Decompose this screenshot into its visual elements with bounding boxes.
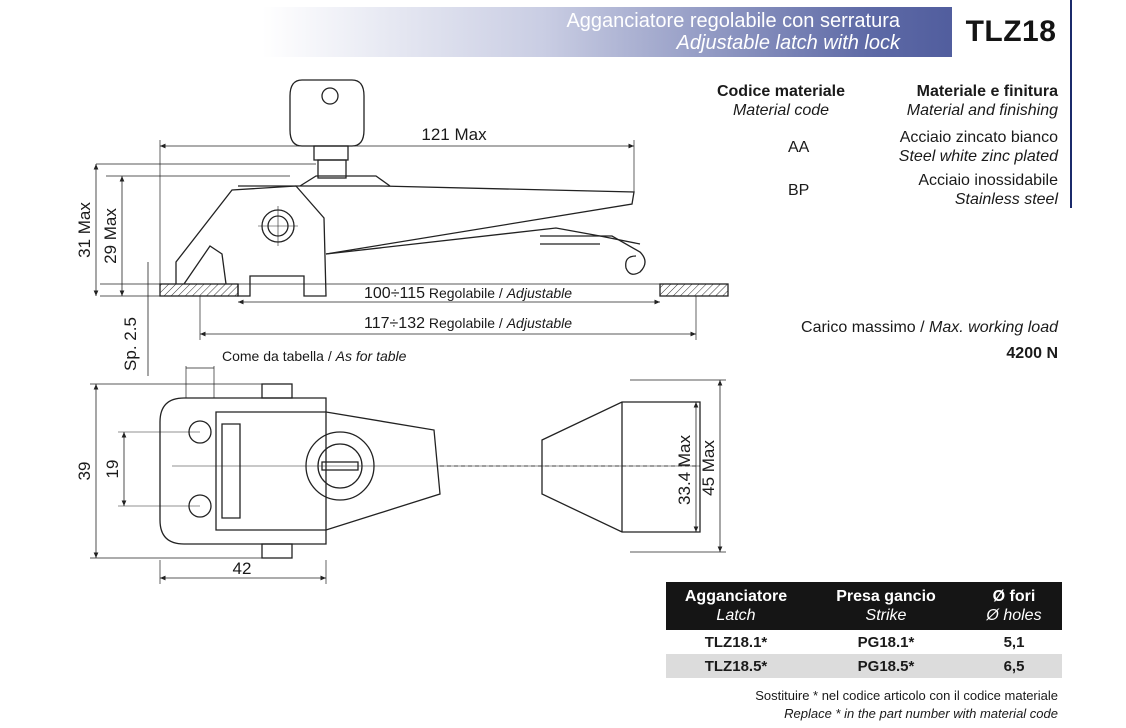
dim-33-4-max: 33.4 Max bbox=[675, 435, 694, 505]
side-view bbox=[93, 79, 729, 376]
dim-table-note: Come da tabella / As for table bbox=[222, 348, 407, 364]
dim-39: 39 bbox=[75, 462, 94, 481]
dim-adj2-it: Regolabile / bbox=[425, 315, 507, 331]
dim-adjustable-1: 100÷115 Regolabile / Adjustable bbox=[364, 285, 572, 302]
dim-29-max: 29 Max bbox=[101, 208, 120, 264]
hole-diameter-cell: 6,5 bbox=[966, 654, 1062, 678]
footnote-en: Replace * in the part number with materi… bbox=[784, 706, 1058, 721]
header-divider bbox=[1070, 0, 1072, 208]
latch-code-cell: TLZ18.5* bbox=[666, 654, 806, 678]
top-view bbox=[90, 366, 726, 584]
strike-code-cell: PG18.1* bbox=[857, 633, 915, 651]
footnote-it: Sostituire * nel codice articolo con il … bbox=[755, 688, 1058, 703]
header-banner bbox=[262, 7, 1070, 57]
max-load-value: 4200 N bbox=[1006, 345, 1058, 362]
footnote: Sostituire * nel codice articolo con il … bbox=[755, 687, 1058, 723]
table-note-en: As for table bbox=[335, 348, 407, 364]
dim-adj1-value: 100÷115 bbox=[364, 285, 425, 302]
dim-adj2-value: 117÷132 bbox=[364, 315, 425, 332]
dim-adj1-en: Adjustable bbox=[506, 285, 573, 301]
dim-42: 42 bbox=[233, 559, 252, 578]
col-holes-en: Ø holes bbox=[986, 607, 1042, 624]
title-italian: Agganciatore regolabile con serratura bbox=[566, 10, 900, 32]
dim-45-max: 45 Max bbox=[699, 440, 718, 496]
material-code-head-it: Codice materiale bbox=[716, 83, 846, 100]
dim-121-max: 121 Max bbox=[421, 125, 487, 144]
dim-adjustable-2: 117÷132 Regolabile / Adjustable bbox=[364, 315, 572, 332]
material-code-header: Codice materiale Material code bbox=[700, 82, 862, 120]
material-code-aa: AA bbox=[788, 139, 810, 156]
col-strike: Presa gancio Strike bbox=[806, 582, 966, 630]
material-row-aa: Acciaio zincato bianco Steel white zinc … bbox=[899, 128, 1058, 166]
table-row: TLZ18.1* PG18.1* 5,1 bbox=[666, 630, 1062, 654]
material-finish-head-it: Materiale e finitura bbox=[916, 83, 1058, 100]
col-holes-it: Ø fori bbox=[992, 588, 1036, 605]
material-bp-it: Acciaio inossidabile bbox=[918, 172, 1058, 189]
dim-thickness: Sp. 2.5 bbox=[121, 317, 140, 371]
material-aa-it: Acciaio zincato bianco bbox=[899, 129, 1058, 146]
material-bp-en: Stainless steel bbox=[954, 191, 1058, 208]
col-strike-it: Presa gancio bbox=[836, 588, 936, 605]
dim-19: 19 bbox=[103, 460, 122, 479]
header-title: Agganciatore regolabile con serratura Ad… bbox=[566, 10, 900, 54]
max-load-label-it: Carico massimo / bbox=[801, 319, 930, 336]
table-row: TLZ18.5* PG18.5* 6,5 bbox=[666, 654, 1062, 678]
material-row-bp: Acciaio inossidabile Stainless steel bbox=[918, 171, 1058, 209]
material-code-bp: BP bbox=[788, 182, 810, 199]
max-load-label-en: Max. working load bbox=[929, 319, 1058, 336]
material-aa-en: Steel white zinc plated bbox=[898, 148, 1058, 165]
col-latch-en: Latch bbox=[716, 607, 756, 624]
col-latch: Agganciatore Latch bbox=[666, 582, 806, 630]
title-english: Adjustable latch with lock bbox=[676, 32, 900, 54]
hole-diameter-cell: 5,1 bbox=[1003, 633, 1025, 651]
col-latch-it: Agganciatore bbox=[684, 588, 788, 605]
latch-code-cell: TLZ18.1* bbox=[704, 633, 768, 651]
material-finish-header: Materiale e finitura Material and finish… bbox=[907, 82, 1058, 120]
col-holes: Ø fori Ø holes bbox=[966, 582, 1062, 630]
max-load-label: Carico massimo / Max. working load bbox=[801, 317, 1058, 338]
product-code: TLZ18 bbox=[952, 7, 1070, 57]
material-code-head-en: Material code bbox=[732, 102, 830, 119]
strike-code-cell: PG18.5* bbox=[806, 654, 966, 678]
part-number-table: Agganciatore Latch Presa gancio Strike Ø… bbox=[666, 582, 1062, 678]
dim-adj1-it: Regolabile / bbox=[425, 285, 507, 301]
col-strike-en: Strike bbox=[865, 607, 907, 624]
dim-adj2-en: Adjustable bbox=[506, 315, 573, 331]
dim-31-max: 31 Max bbox=[75, 202, 94, 258]
material-finish-head-en: Material and finishing bbox=[906, 102, 1058, 119]
table-note-it: Come da tabella / bbox=[222, 348, 336, 364]
part-table-header: Agganciatore Latch Presa gancio Strike Ø… bbox=[666, 582, 1062, 630]
